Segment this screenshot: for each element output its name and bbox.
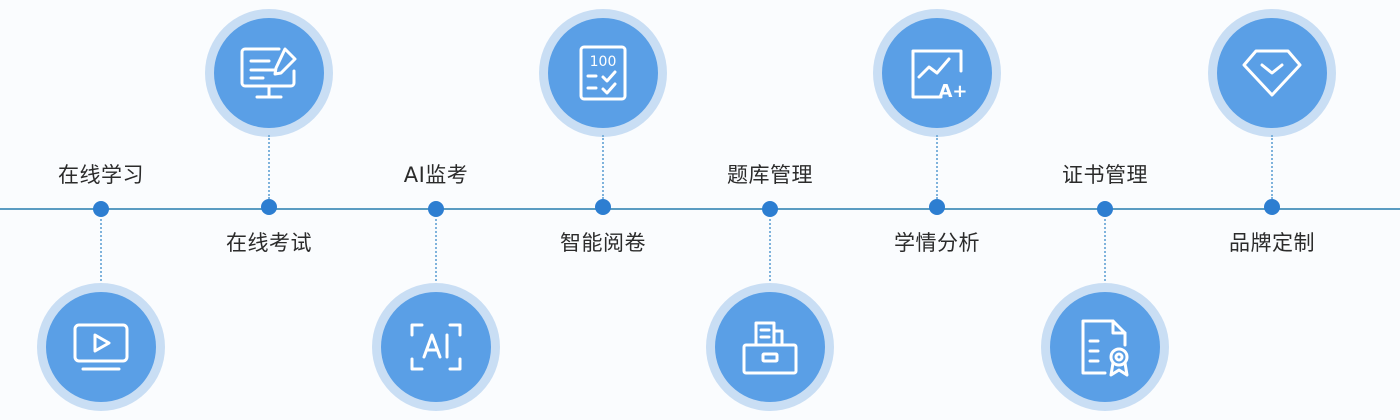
dotted-connector xyxy=(602,135,604,199)
dotted-connector xyxy=(769,219,771,285)
step-label: 在线学习 xyxy=(58,163,144,187)
step-label: 证书管理 xyxy=(1062,163,1148,187)
icon-circle: A+ xyxy=(882,18,992,128)
chart-grade-icon: A+ xyxy=(911,49,968,102)
icon-halo: 100 xyxy=(539,9,667,137)
dotted-connector xyxy=(435,219,437,285)
icon-circle xyxy=(214,18,324,128)
timeline-dot xyxy=(1264,199,1280,215)
step-label: 智能阅卷 xyxy=(560,231,646,255)
timeline-dot xyxy=(1097,201,1113,217)
step-label: AI监考 xyxy=(403,163,469,187)
timeline-dot xyxy=(929,199,945,215)
file-box-icon xyxy=(742,321,798,375)
step-label: 学情分析 xyxy=(894,231,980,255)
step-label: 在线考试 xyxy=(226,231,312,255)
icon-circle xyxy=(1050,292,1160,402)
diamond-icon xyxy=(1242,49,1302,97)
play-video-icon xyxy=(73,323,129,371)
icon-circle: 100 xyxy=(548,18,658,128)
timeline-dot xyxy=(762,201,778,217)
dotted-connector xyxy=(1104,219,1106,285)
timeline-dot xyxy=(595,199,611,215)
timeline-dot xyxy=(93,201,109,217)
step-label: 题库管理 xyxy=(727,163,813,187)
timeline-dot xyxy=(261,199,277,215)
icon-halo xyxy=(37,283,165,411)
monitor-edit-icon xyxy=(240,47,297,99)
icon-halo xyxy=(1208,9,1336,137)
dotted-connector xyxy=(1271,135,1273,199)
step-label: 品牌定制 xyxy=(1229,231,1315,255)
icon-halo xyxy=(372,283,500,411)
icon-halo xyxy=(1041,283,1169,411)
icon-halo: A+ xyxy=(873,9,1001,137)
score-text: 100 xyxy=(590,54,617,70)
timeline-dot xyxy=(428,201,444,217)
icon-halo xyxy=(205,9,333,137)
dotted-connector xyxy=(268,135,270,199)
dotted-connector xyxy=(100,219,102,285)
icon-circle xyxy=(1217,18,1327,128)
timeline-line xyxy=(0,208,1400,210)
score-check-icon: 100 xyxy=(579,45,627,101)
ai-scan-icon xyxy=(410,323,462,371)
icon-circle xyxy=(381,292,491,402)
dotted-connector xyxy=(936,135,938,199)
icon-halo xyxy=(706,283,834,411)
grade-text: A+ xyxy=(938,81,967,102)
certificate-icon xyxy=(1081,319,1129,377)
icon-circle xyxy=(715,292,825,402)
icon-circle xyxy=(46,292,156,402)
